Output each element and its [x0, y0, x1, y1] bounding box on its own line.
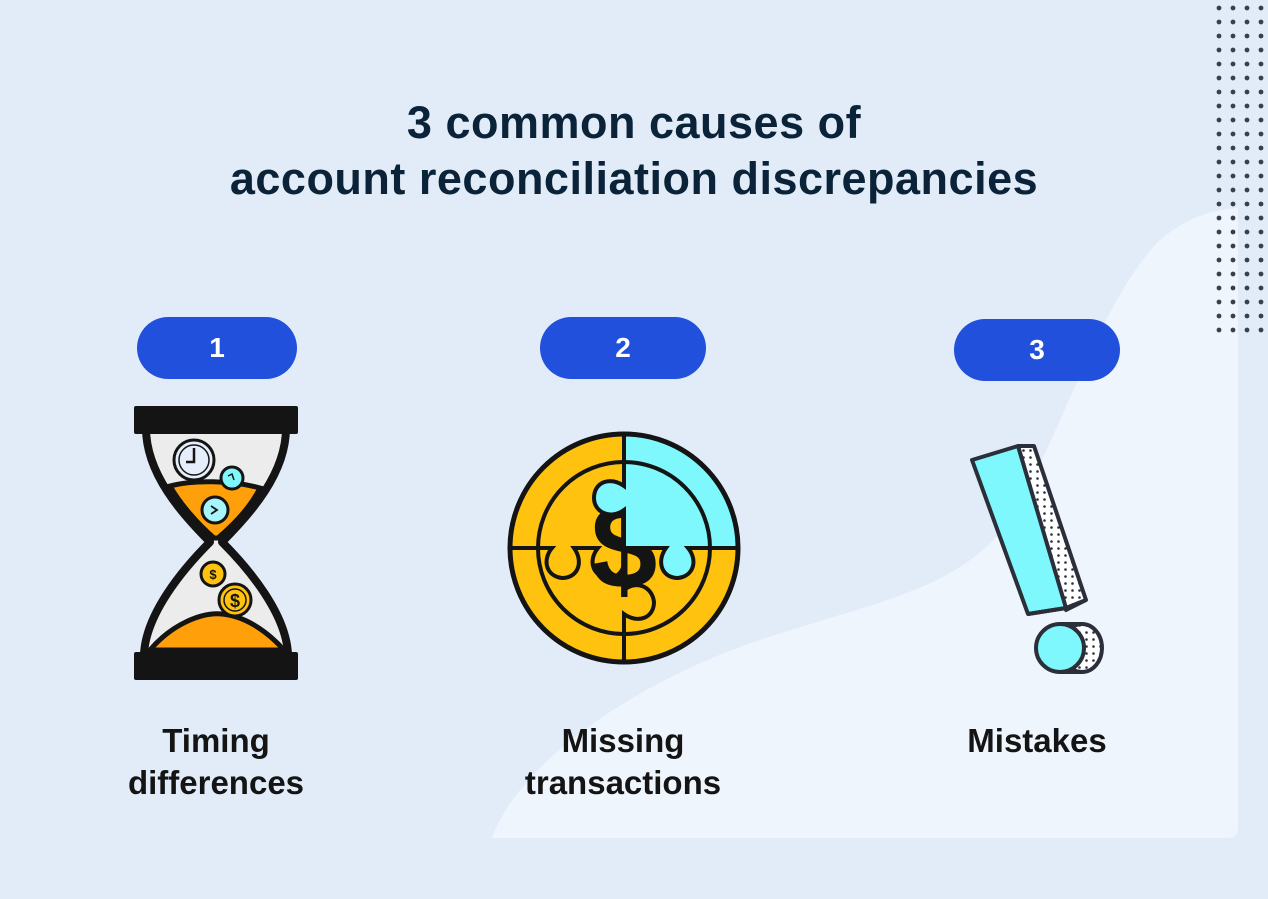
svg-text:$: $: [230, 591, 240, 611]
cause-3-number-badge: 3: [954, 319, 1120, 381]
svg-text:$: $: [209, 567, 217, 582]
dot-grid-decoration: [1216, 5, 1264, 333]
title-line-1: 3 common causes of: [406, 97, 862, 148]
cause-2-number-badge: 2: [540, 317, 706, 379]
page-title: 3 common causes of account reconciliatio…: [0, 95, 1268, 207]
exclamation-icon: [970, 444, 1104, 674]
title-line-2: account reconciliation discrepancies: [229, 153, 1039, 204]
cause-2-label: Missing transactions: [524, 722, 722, 801]
cause-1-number-badge: 1: [137, 317, 297, 379]
cause-3-label: Mistakes: [967, 722, 1107, 759]
hourglass-icon: $ $: [134, 406, 298, 680]
cause-1-label: Timing differences: [127, 722, 305, 801]
puzzle-coin-icon: $: [507, 431, 741, 665]
